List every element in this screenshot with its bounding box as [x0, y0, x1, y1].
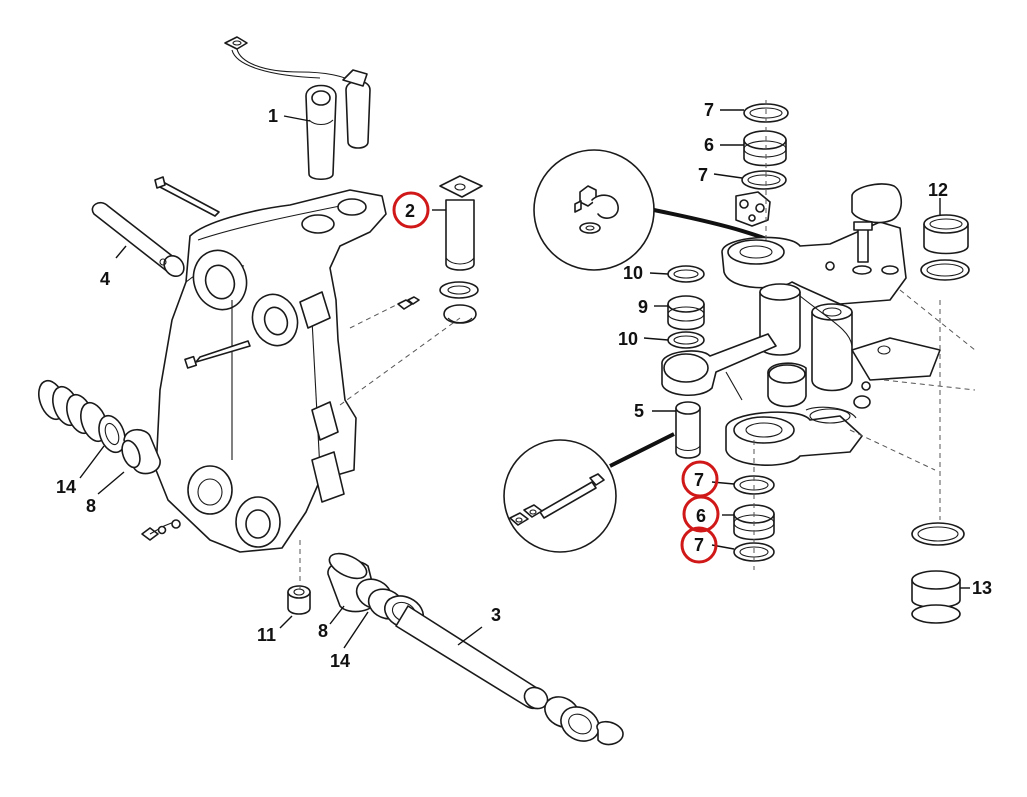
part-2-flat-head-pin [439, 175, 483, 324]
highlight-part-2 [392, 191, 430, 229]
detail-callout-lower [503, 432, 675, 553]
label-part-8-left: 8 [86, 496, 96, 516]
part-1-lock-pin [224, 36, 371, 181]
label-part-10-upper: 10 [623, 263, 643, 283]
swing-frame-body [661, 183, 941, 466]
highlight-part-6-lower [682, 495, 720, 533]
label-part-2: 2 [405, 201, 415, 221]
part-4-pin [91, 176, 220, 278]
leader-lines [79, 109, 970, 649]
upper-bush-stack [741, 103, 789, 190]
highlight-markers [392, 191, 720, 564]
part-number-labels: 1 2 3 4 5 6 6 7 7 7 7 8 8 9 10 10 11 12 … [56, 100, 992, 671]
left-bush-stack [667, 265, 705, 349]
label-part-7-mid: 7 [694, 470, 704, 490]
label-part-7-top: 7 [704, 100, 714, 120]
part-3-main-shaft [327, 552, 624, 746]
part-12-bush [920, 214, 970, 281]
label-part-1: 1 [268, 106, 278, 126]
part-5-pin [675, 401, 701, 459]
label-part-14-lower: 14 [330, 651, 350, 671]
label-part-10-lower: 10 [618, 329, 638, 349]
label-part-9: 9 [638, 297, 648, 317]
label-part-4: 4 [100, 269, 110, 289]
right-swing-frame-assembly [503, 100, 976, 624]
label-part-12: 12 [928, 180, 948, 200]
highlight-part-7-bottom [680, 526, 718, 564]
label-part-3: 3 [491, 605, 501, 625]
left-swing-bracket-assembly [38, 36, 624, 746]
detail-callout-upper [533, 149, 827, 271]
label-part-7-bottom: 7 [694, 535, 704, 555]
label-part-13: 13 [972, 578, 992, 598]
label-part-5: 5 [634, 401, 644, 421]
label-part-7-upper: 7 [698, 165, 708, 185]
main-bracket-body [155, 189, 420, 553]
label-part-6-lower: 6 [696, 506, 706, 526]
label-part-6-upper: 6 [704, 135, 714, 155]
part-14-8-upper-bellows [38, 379, 181, 541]
label-part-11: 11 [257, 625, 276, 645]
part-13-bush [911, 522, 965, 624]
label-part-8-lower: 8 [318, 621, 328, 641]
label-part-14-left: 14 [56, 477, 76, 497]
part-11-bushing [287, 585, 311, 615]
